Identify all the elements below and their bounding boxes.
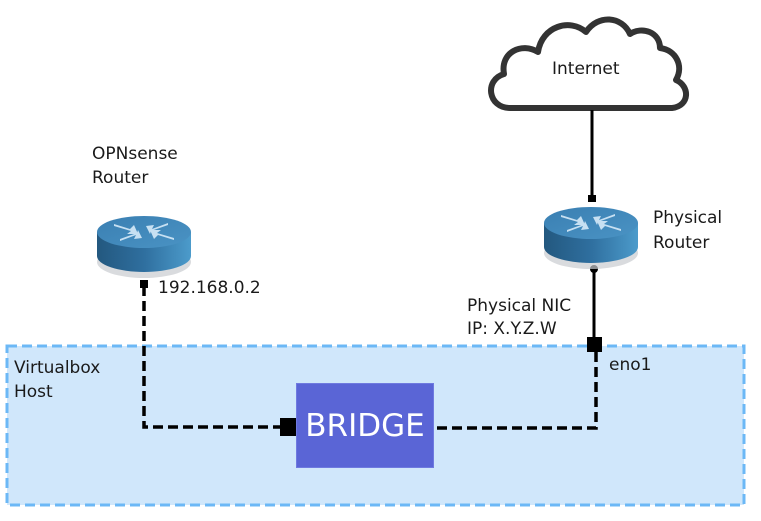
port-marker [588,195,596,202]
internet-cloud-icon [488,16,689,111]
physical-nic-label: Physical NIC [467,296,572,316]
opnsense-to-bridge-link [142,286,282,429]
bridge-box: BRIDGE [296,383,434,468]
opnsense-label-line2: Router [92,168,149,188]
opnsense-router-icon [97,216,191,278]
opnsense-label-line1: OPNsense [92,144,178,164]
internet-label: Internet [552,59,620,79]
physical-nic-ip-label: IP: X.Y.Z.W [467,319,557,339]
physical-router-label-line1: Physical [653,208,723,228]
port-marker [140,280,148,288]
opnsense-ip-label: 192.168.0.2 [158,278,261,298]
physical-router-label-line2: Router [653,233,710,253]
bridge-port-marker [280,418,297,436]
physical-router-icon [544,207,638,269]
eno1-to-bridge-link [436,352,598,430]
host-label-line1: Virtualbox [14,358,101,378]
host-label-line2: Host [14,382,53,402]
eno1-port-marker [587,337,602,352]
eno1-label: eno1 [609,355,652,375]
bridge-label: BRIDGE [305,407,425,444]
